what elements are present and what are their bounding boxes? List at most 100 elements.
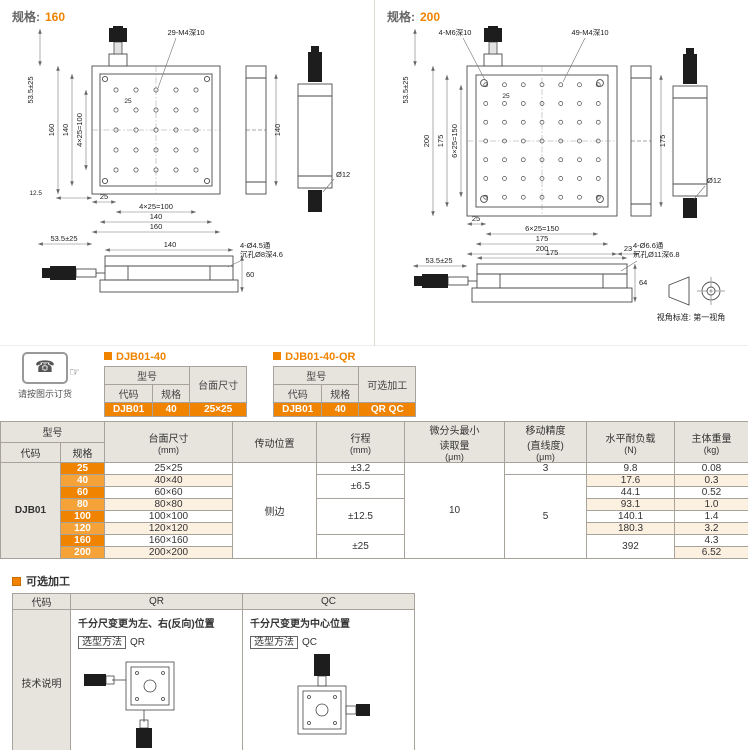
spec-header: 规格 [321,384,360,403]
cell-weight: 0.52 [674,486,748,499]
dim-left-pitch: 4×25=100 [75,113,84,147]
qr-description: 千分尺变更为左、右(反向)位置 [78,619,215,630]
cell-spec: 25 [60,462,105,475]
micrometer-y-icon [483,26,503,67]
dim-bottom-pitch: 4×25=100 [139,202,173,211]
code-header: 代码 [273,384,323,403]
dim-side-height: 140 [273,124,282,137]
cell-spec: 40 [60,474,105,487]
dim-front-height: 64 [639,278,647,287]
dim-bottom-offset: 25 [100,192,108,201]
header-accuracy: 移动精度(直线度)(μm) [504,421,587,463]
order-table-block-2: DJB01-40-QR 型号 可选加工 代码 规格 DJB01 40 QR QC [273,351,417,417]
dim-left-pitch: 6×25=150 [450,124,459,158]
cell-size: 80×80 [104,498,233,511]
cell-weight: 0.3 [674,474,748,487]
dim-bottom-outer: 160 [150,222,163,231]
cell-weight: 1.4 [674,510,748,523]
cell-size: 25×25 [104,462,233,475]
dim-front-width: 140 [164,240,177,249]
header-code: 代码 [12,593,71,610]
dim-knob-dia: Ø12 [707,176,721,185]
pointing-hand-icon: ☞ [69,365,80,379]
side-view-micrometer [672,48,708,218]
bullet-square-icon [273,352,282,360]
cell-load: 9.8 [586,462,675,475]
order-note-label: 请按图示订货 [17,389,72,399]
dim-bottom-mid: 175 [536,234,549,243]
side-view-micrometer [297,46,333,212]
dim-mic-bottom: 53.5±25 [50,234,77,243]
cell-spec: 160 [60,534,105,547]
cell-stroke: ±6.5 [316,474,405,499]
panel-header-160: 规格:160 [0,0,374,26]
order-table-block-1: DJB01-40 型号 台面尺寸 代码 规格 DJB01 40 25×25 [103,351,248,417]
side-view [245,65,267,195]
dim-bottom-offset: 25 [472,214,480,223]
phone-icon: ☎☞ [22,352,80,384]
hole-grid [113,87,199,173]
code-header: 代码 [103,384,154,403]
extra-header: 可选加工 [358,366,417,403]
cell-load: 17.6 [586,474,675,487]
cell-accuracy: 3 [504,462,587,475]
front-note-2: 沉孔Ø8深4.6 [240,250,283,259]
cell-spec: 120 [60,522,105,535]
dim-mic-side: 53.5±25 [26,76,35,103]
dimension-lines [38,28,335,292]
cell-accuracy: 5 [504,474,587,559]
cell-load: 180.3 [586,522,675,535]
method-label: 选型方法 [250,636,298,649]
order-title-2: DJB01-40-QR [273,351,416,363]
drawing-panel-200: 规格:200 [374,0,748,346]
table-row: DJB01 40 QR QC [273,402,417,417]
spec-value: 160 [45,10,66,24]
ordering-section: ☎☞ 请按图示订货 DJB01-40 型号 台面尺寸 代码 规格 DJB01 4… [12,351,748,417]
cell-spec: 60 [60,486,105,499]
header-model: 型号 [0,421,105,443]
holes-corner-label: 4-M6深10 [439,28,472,37]
dim-edge-right: 23 [624,244,632,253]
front-view [414,263,633,303]
cell-size: 60×60 [104,486,233,499]
header-code: 代码 [0,441,61,463]
view-standard-label: 视角标准: 第一视角 [657,312,725,322]
bullet-square-icon [12,577,21,586]
cell-code: DJB01 [0,462,61,559]
cell-size: 200×200 [104,546,233,559]
micrometer-y-icon [108,26,128,67]
dim-mic-side: 53.5±25 [401,76,410,103]
order-title-text: DJB01-40 [116,351,167,363]
cell-stroke: ±25 [316,534,405,559]
panel-header-200: 规格:200 [375,0,748,26]
code-value: DJB01 [273,402,323,417]
dim-inner-pitch: 25 [124,98,132,105]
header-qr: QR [70,593,243,610]
dim-bottom-outer: 200 [536,244,549,253]
table-row: DJB01 40 25×25 [103,402,248,417]
extra-header: 台面尺寸 [189,366,248,403]
model-header: 型号 [273,366,360,385]
dim-front-width: 175 [546,248,559,257]
cell-size: 160×160 [104,534,233,547]
top-view [466,65,618,217]
cell-size: 100×100 [104,510,233,523]
table-row: 120 120×120 180.3 3.2 [1,522,748,535]
hole-grid [483,82,601,200]
bullet-square-icon [104,352,112,360]
front-note-2: 沉孔Ø11深6.8 [633,250,680,259]
engineering-drawing-160: 160 140 4×25=100 53.5±25 29-M4深10 25 25 … [26,26,350,293]
header-load: 水平耐负载(N) [586,421,675,463]
cell-spec: 100 [60,510,105,523]
dim-mic-bottom: 53.5±25 [425,256,452,265]
cell-stroke: ±3.2 [316,462,405,475]
dim-left-mid: 175 [436,135,445,148]
dimension-labels: 200 175 6×25=150 53.5±25 4-M6深10 49-M4深1… [401,28,725,322]
optional-title: 可选加工 [12,573,748,589]
dim-base-edge: 12.5 [29,190,42,197]
